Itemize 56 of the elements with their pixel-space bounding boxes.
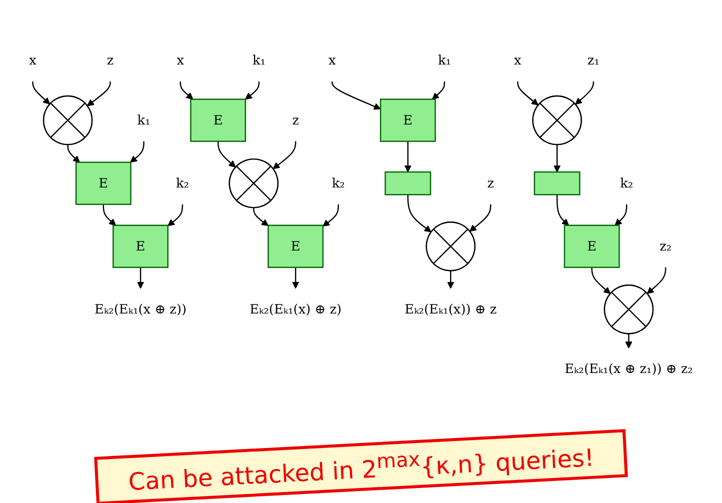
arrow (575, 82, 594, 105)
arrow (32, 82, 50, 105)
arrow (86, 82, 111, 106)
banner-note: Can be attacked in 2$^{max}${κ,n} queries! (94, 429, 628, 503)
node-text: Eₖ₂(Eₖ₁(x)) ⊕ z (404, 301, 497, 317)
node-text: z (487, 175, 494, 191)
node-text: k₂ (620, 175, 634, 191)
node-text: k₂ (332, 175, 345, 191)
node-text: z (292, 112, 300, 128)
node-box (384, 172, 432, 196)
node-text: x (328, 52, 336, 68)
node-box: E (564, 224, 620, 268)
arrow (625, 334, 632, 349)
arrow (130, 141, 144, 163)
node-text: x (176, 52, 184, 68)
node-box: E (268, 224, 324, 268)
arrow (614, 204, 628, 226)
node-text: Eₖ₂(Eₖ₁(x ⊕ z)) (94, 301, 187, 317)
arrow (646, 268, 666, 294)
arrow (67, 144, 80, 163)
arrow (272, 141, 296, 170)
node-text: z₁ (587, 52, 600, 68)
arrow (332, 82, 381, 110)
node-box: E (75, 162, 132, 206)
node-box (534, 172, 580, 196)
node-text: k₁ (137, 112, 150, 128)
arrow (447, 270, 454, 289)
node-text: x (29, 52, 36, 68)
arrow (137, 268, 144, 289)
arrow (168, 204, 184, 226)
node-text: z₂ (660, 238, 672, 254)
node-text: z (106, 52, 114, 68)
arrow (180, 82, 194, 100)
node-box: E (380, 98, 436, 142)
node-text: Eₖ₂(Eₖ₁(x ⊕ z₁)) ⊕ z₂ (564, 361, 693, 377)
arrow (292, 268, 300, 289)
node-text: k₁ (252, 52, 266, 68)
arrow (245, 82, 260, 100)
arrow (253, 208, 269, 226)
arrow (217, 141, 236, 168)
node-text: Eₖ₂(Eₖ₁(x) ⊕ z) (250, 301, 342, 317)
node-text: k₁ (438, 52, 452, 68)
node-box: E (190, 98, 246, 142)
arrow (556, 194, 569, 226)
arrow (554, 144, 561, 172)
node-box: E (112, 224, 168, 268)
arrow (404, 141, 412, 172)
arrow (517, 82, 538, 106)
arrow (591, 268, 611, 294)
arrow (469, 204, 492, 232)
node-text: x (514, 52, 522, 68)
arrow (102, 204, 116, 226)
arrow (407, 194, 432, 232)
node-text: k₂ (176, 175, 189, 191)
arrow (432, 82, 446, 100)
arrow (322, 204, 339, 227)
